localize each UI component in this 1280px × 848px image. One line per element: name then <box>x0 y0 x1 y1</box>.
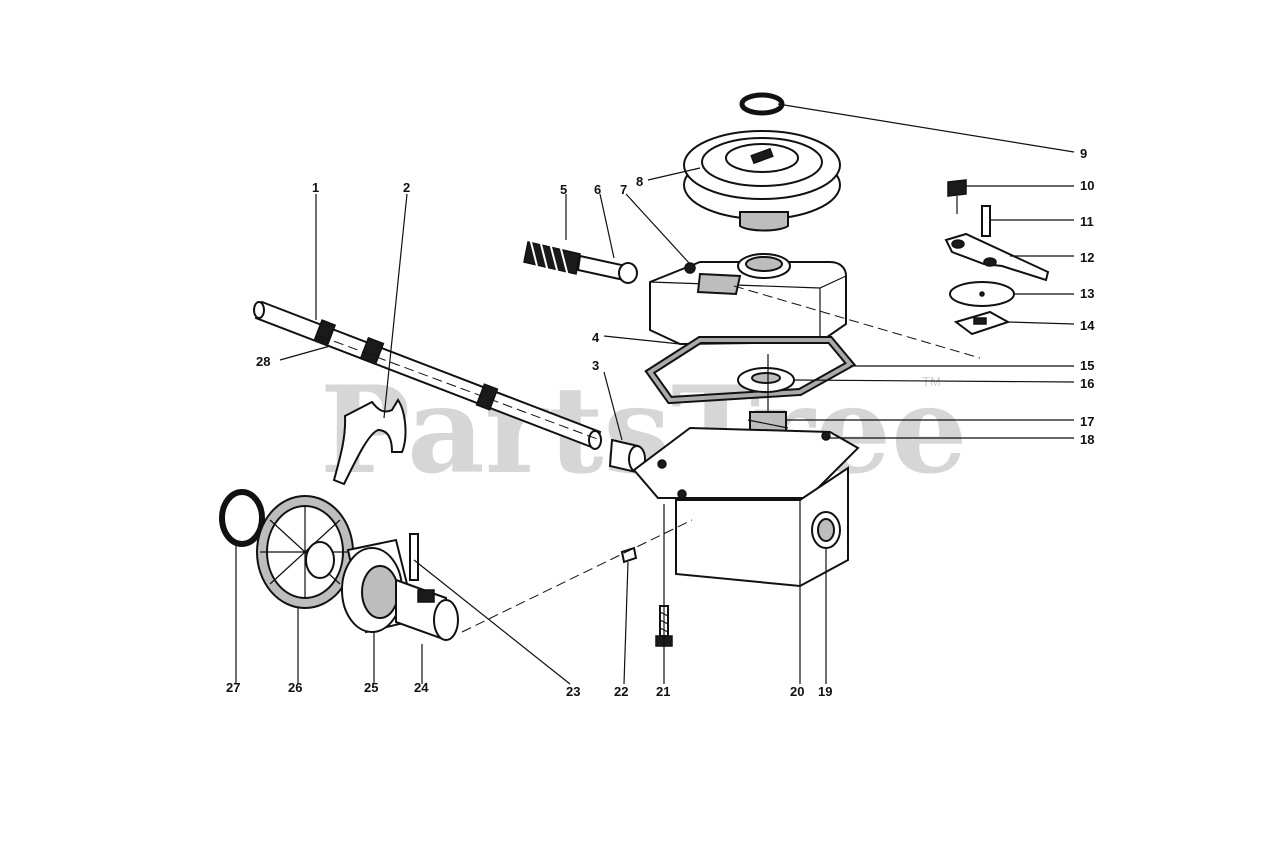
part-gear[interactable] <box>256 495 354 609</box>
part-input-shaft[interactable] <box>523 237 638 284</box>
part-gasket[interactable] <box>644 336 857 405</box>
callout-19: 19 <box>818 684 832 699</box>
part-shift-fork[interactable] <box>332 398 407 486</box>
callout-18: 18 <box>1080 432 1094 447</box>
leader-lines <box>235 103 1075 685</box>
callout-12: 12 <box>1080 250 1094 265</box>
callout-labels: 1 2 3 4 5 6 7 8 9 10 11 12 13 14 15 16 1… <box>226 146 1095 699</box>
part-seal[interactable] <box>737 367 795 393</box>
callout-27: 27 <box>226 680 240 695</box>
callout-4: 4 <box>592 330 600 345</box>
callout-7: 7 <box>620 182 627 197</box>
callout-25: 25 <box>364 680 378 695</box>
callout-2: 2 <box>403 180 410 195</box>
part-washer[interactable] <box>949 281 1015 307</box>
callout-3: 3 <box>592 358 599 373</box>
callout-13: 13 <box>1080 286 1094 301</box>
callout-6: 6 <box>594 182 601 197</box>
part-bracket[interactable] <box>944 232 1050 282</box>
part-housing-cover[interactable] <box>649 253 847 346</box>
callout-14: 14 <box>1080 318 1095 333</box>
part-axle-shaft[interactable] <box>253 300 602 450</box>
part-housing[interactable] <box>632 426 860 588</box>
callout-26: 26 <box>288 680 302 695</box>
part-retaining-ring[interactable] <box>739 92 785 116</box>
callout-24: 24 <box>414 680 429 695</box>
part-thrust-washer[interactable] <box>219 489 265 547</box>
part-collar[interactable] <box>395 578 459 642</box>
callout-8: 8 <box>636 174 643 189</box>
callout-22: 22 <box>614 684 628 699</box>
part-bolt[interactable] <box>947 179 967 214</box>
callout-23: 23 <box>566 684 580 699</box>
part-pin[interactable] <box>981 205 991 237</box>
callout-17: 17 <box>1080 414 1094 429</box>
centerlines <box>319 285 981 633</box>
callout-15: 15 <box>1080 358 1094 373</box>
part-plate[interactable] <box>953 310 1011 336</box>
part-roll-pin[interactable] <box>409 533 419 581</box>
callout-20: 20 <box>790 684 804 699</box>
callout-16: 16 <box>1080 376 1094 391</box>
callout-11: 11 <box>1080 214 1094 229</box>
callout-5: 5 <box>560 182 567 197</box>
part-plug[interactable] <box>620 546 638 564</box>
part-pulley[interactable] <box>683 130 841 232</box>
callout-1: 1 <box>312 180 319 195</box>
callout-21: 21 <box>656 684 670 699</box>
callout-10: 10 <box>1080 178 1094 193</box>
callout-9: 9 <box>1080 146 1087 161</box>
callout-28: 28 <box>256 354 270 369</box>
